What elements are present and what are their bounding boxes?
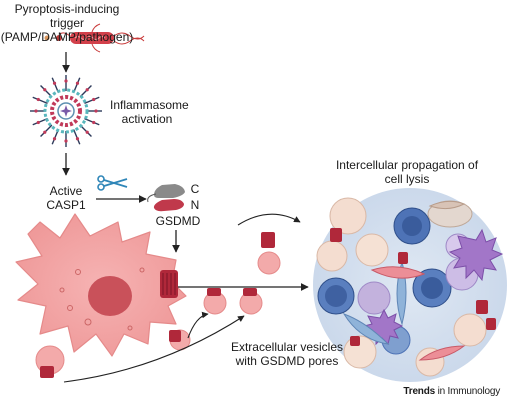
inflammasome-label-line2: activation [121, 112, 173, 126]
propagation-label-line2: cell lysis [384, 172, 430, 186]
propagation-label: Intercellular propagation of cell lysis [318, 158, 496, 186]
inflammasome-spoke-dot [64, 139, 68, 143]
brand-bold: Trends [403, 386, 435, 397]
inflammasome-spoke-dot [75, 137, 80, 141]
bacterium-icon [59, 23, 145, 53]
inflammasome-spoke [84, 118, 100, 126]
trigger-label-line2: (PAMP/DAMP/pathogen) [0, 30, 134, 44]
gsdmd-pore-on-cell [160, 270, 178, 298]
inflammasome-spoke-dot [94, 109, 98, 113]
gsdmd-c-terminal-label: C [190, 182, 200, 196]
brand-rest: in Immunology [434, 386, 501, 397]
inflammasome-label-line1: Inflammasome [110, 98, 189, 112]
extracellular-vesicle [203, 288, 227, 315]
gsdmd-protein-icon [147, 184, 185, 212]
inflammasome-spoke [40, 85, 53, 98]
inflammasome-spoke-dot [43, 130, 47, 134]
inflammasome-spoke-dot [64, 79, 68, 83]
budding-vesicle [35, 345, 65, 378]
vesicles-label-line2: with GSDMD pores [235, 354, 339, 368]
inflammasome-spoke [84, 96, 100, 104]
pyroptotic-cell [15, 213, 187, 357]
inflammasome-spoke [51, 129, 59, 145]
pamp-dot [56, 35, 62, 41]
inflammasome-spoke [51, 77, 59, 93]
inflammasome-spoke [79, 124, 92, 137]
inflammasome-spoke-dot [85, 88, 89, 92]
inflammasome-spoke-dot [52, 137, 57, 141]
extracellular-vesicle [239, 288, 263, 315]
scissors-icon [97, 175, 128, 191]
inflammasome-spoke [40, 124, 53, 137]
extracellular-vesicle [257, 232, 281, 275]
inflammasome-spoke-dot [92, 97, 96, 102]
inflammasome-spoke-dot [36, 97, 40, 102]
cell-cluster [313, 188, 507, 382]
inflammasome-spoke-dot [92, 120, 96, 125]
damp-dot [44, 35, 50, 41]
inflammasome-spoke-dot [36, 120, 40, 125]
inflammasome-spoke [79, 85, 92, 98]
arrow-bud-to-vesicle [63, 315, 245, 383]
inflammasome-spoke [32, 96, 48, 104]
propagation-label-line1: Intercellular propagation of [335, 158, 479, 172]
inflammasome-spoke [32, 118, 48, 126]
gsdmd-label: GSDMD [155, 214, 201, 228]
inflammasome-label: Inflammasome activation [110, 98, 189, 126]
trigger-label: Pyroptosis-inducing trigger (PAMP/DAMP/p… [0, 2, 134, 44]
cell-nucleus [88, 276, 132, 316]
arrow-vesicle-to-cluster [237, 213, 301, 226]
arrow-pore-to-vesicle [187, 311, 209, 339]
gsdmd-pore-budding [169, 329, 191, 351]
inflammasome-spoke-dot [85, 130, 89, 134]
inflammasome-spoke-dot [34, 109, 38, 113]
inflammasome-spoke-dot [43, 88, 47, 92]
casp1-label: Active CASP1 [36, 184, 96, 212]
gsdmd-n-terminal-label: N [190, 198, 200, 212]
inflammasome-spoke-dot [52, 81, 57, 85]
casp1-label-line2: CASP1 [46, 198, 86, 212]
vesicles-label-line1: Extracellular vesicles [230, 340, 344, 354]
journal-brand: Trends in Immunology [403, 386, 500, 397]
trigger-label-line1: Pyroptosis-inducing trigger [14, 2, 120, 30]
inflammasome-spoke [73, 77, 81, 93]
inflammasome-spoke-dot [75, 81, 80, 85]
inflammasome-spoke [73, 129, 81, 145]
inflammasome-icon [30, 75, 102, 147]
vesicles-label: Extracellular vesicles with GSDMD pores [212, 340, 362, 368]
trigger-pathogens [44, 23, 145, 53]
casp1-label-line1: Active [49, 184, 83, 198]
